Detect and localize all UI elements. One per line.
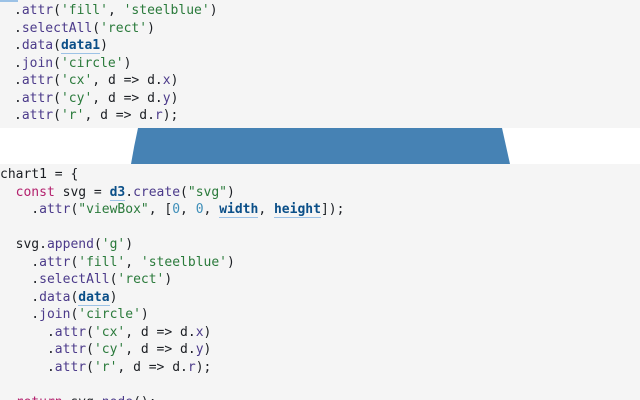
code-line: .attr("viewBox", [0, 0, width, height]); xyxy=(0,202,345,218)
code-line xyxy=(0,219,344,237)
code-line: .selectAll('rect') xyxy=(14,20,155,36)
code-line: .data(data) xyxy=(0,289,118,306)
code-cell-bottom[interactable]: chart1 = { const svg = d3.create("svg") … xyxy=(0,164,640,400)
cell-focus-marker xyxy=(0,0,18,2)
code-editor-bottom[interactable]: chart1 = { const svg = d3.create("svg") … xyxy=(0,166,344,400)
variable-ref-data1[interactable]: data1 xyxy=(60,38,101,54)
cell-output-chart xyxy=(0,128,640,164)
variable-ref-d3[interactable]: d3 xyxy=(109,184,126,201)
code-line: .attr('cy', d => d.y) xyxy=(14,90,179,106)
circle-shape xyxy=(131,128,510,164)
variable-ref-data[interactable]: data xyxy=(78,289,110,306)
code-line: .attr('fill', 'steelblue') xyxy=(0,254,235,270)
variable-ref-height[interactable]: height xyxy=(273,202,321,218)
code-line: .attr('r', d => d.r); xyxy=(0,359,212,375)
code-line: return svg.node(); xyxy=(0,394,344,400)
code-line: .data(data1) xyxy=(14,38,108,54)
variable-ref-width[interactable]: width xyxy=(219,202,259,218)
code-line: const svg = d3.create("svg") xyxy=(15,184,235,201)
code-line: .attr('cx', d => d.x) xyxy=(0,324,212,340)
code-line: .selectAll('rect') xyxy=(0,272,173,287)
output-svg xyxy=(131,128,510,164)
code-line: .attr('cx', d => d.x) xyxy=(14,73,179,88)
code-editor-top[interactable]: .attr('fill', 'steelblue') .selectAll('re… xyxy=(14,2,218,125)
code-line: .join('circle') xyxy=(14,55,132,71)
code-line xyxy=(0,376,344,394)
code-line: .attr('fill', 'steelblue') xyxy=(14,3,218,18)
code-line: chart1 = { xyxy=(0,167,79,182)
code-line: .attr('cy', d => d.y) xyxy=(0,342,212,357)
code-line: svg.append('g') xyxy=(15,237,134,252)
code-line: .attr('r', d => d.r); xyxy=(14,108,179,123)
code-line: .join('circle') xyxy=(0,307,149,322)
code-cell-top[interactable]: .attr('fill', 'steelblue') .selectAll('re… xyxy=(0,0,640,128)
